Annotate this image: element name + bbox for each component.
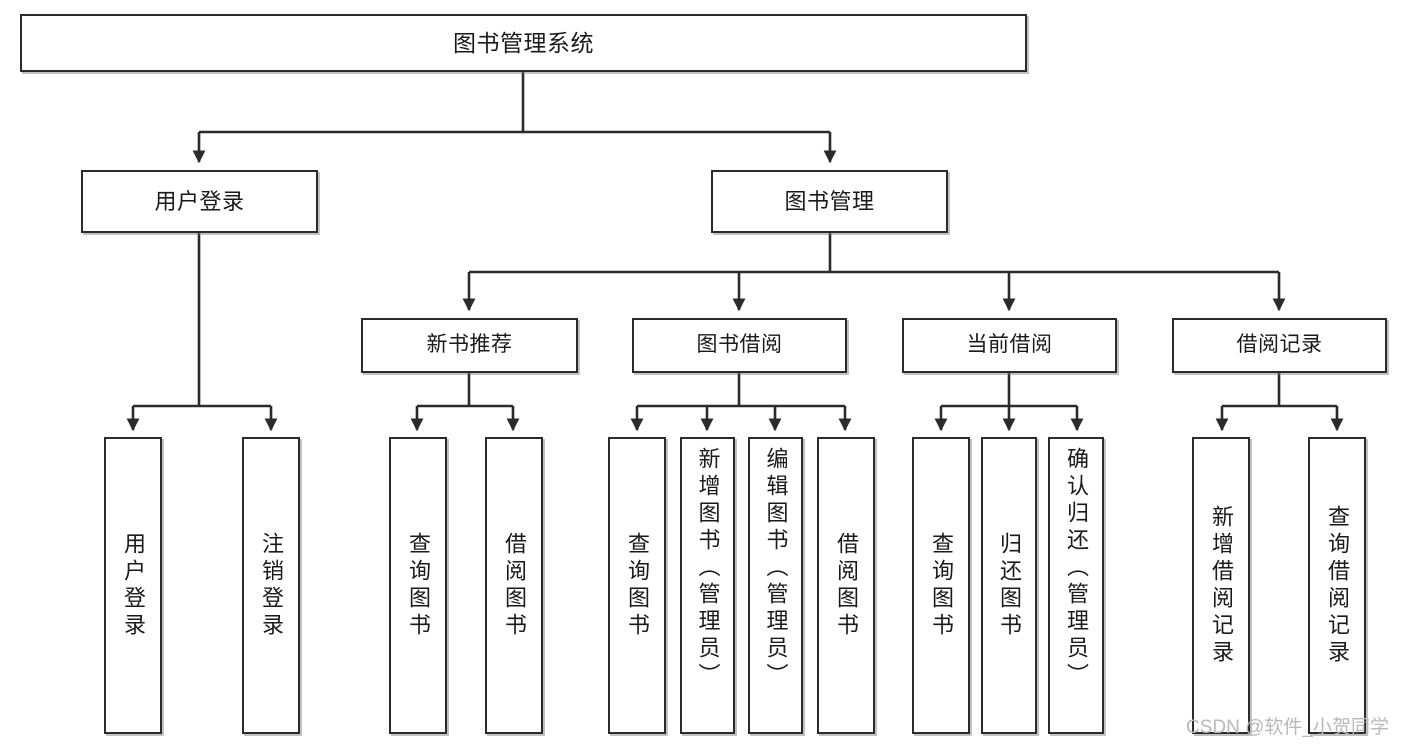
node-label: 新增借阅记录 <box>1209 504 1234 667</box>
node-leaf-add-book-admin[interactable]: 新增图书（管理员） <box>680 437 735 734</box>
node-leaf-edit-book-admin[interactable]: 编辑图书（管理员） <box>748 437 803 734</box>
node-leaf-query-book-borrow[interactable]: 查询图书 <box>608 437 666 734</box>
node-label: 图书管理 <box>784 188 875 214</box>
node-label: 查询图书 <box>625 531 650 640</box>
node-leaf-confirm-return-admin[interactable]: 确认归还（管理员） <box>1048 437 1104 734</box>
node-label: 新增图书（管理员） <box>695 447 721 690</box>
node-leaf-user-login[interactable]: 用户登录 <box>104 437 162 734</box>
node-label: 借阅记录 <box>1236 333 1323 357</box>
node-label: 确认归还（管理员） <box>1064 447 1089 690</box>
node-leaf-logout[interactable]: 注销登录 <box>242 437 300 734</box>
node-user-login[interactable]: 用户登录 <box>81 170 318 233</box>
node-leaf-borrow-book-borrow[interactable]: 借阅图书 <box>817 437 875 734</box>
csdn-watermark: CSDN @软件_小贺同学 <box>1186 717 1389 738</box>
node-current-borrowing[interactable]: 当前借阅 <box>902 318 1117 373</box>
node-label: 图书管理系统 <box>453 29 594 56</box>
node-root-book-management-system[interactable]: 图书管理系统 <box>20 14 1027 72</box>
node-label: 借阅图书 <box>502 531 527 640</box>
node-borrowing-records[interactable]: 借阅记录 <box>1172 318 1387 373</box>
node-label: 编辑图书（管理员） <box>763 447 789 690</box>
node-book-management[interactable]: 图书管理 <box>711 170 948 233</box>
node-label: 新书推荐 <box>426 333 513 357</box>
node-label: 借阅图书 <box>834 531 859 640</box>
node-leaf-add-borrow-record[interactable]: 新增借阅记录 <box>1192 437 1250 734</box>
node-leaf-query-book-current[interactable]: 查询图书 <box>912 437 970 734</box>
node-leaf-query-book-newbook[interactable]: 查询图书 <box>389 437 447 734</box>
node-label: 注销登录 <box>259 531 284 640</box>
node-label: 图书借阅 <box>696 333 783 357</box>
node-leaf-return-book[interactable]: 归还图书 <box>981 437 1037 734</box>
node-leaf-borrow-book-newbook[interactable]: 借阅图书 <box>485 437 543 734</box>
node-label: 查询图书 <box>406 531 431 640</box>
node-book-borrowing[interactable]: 图书借阅 <box>632 318 847 373</box>
node-label: 归还图书 <box>997 531 1022 640</box>
node-label: 当前借阅 <box>966 333 1053 357</box>
node-label: 用户登录 <box>121 531 146 640</box>
node-label: 查询借阅记录 <box>1325 504 1350 667</box>
node-leaf-query-borrow-record[interactable]: 查询借阅记录 <box>1308 437 1366 734</box>
node-label: 查询图书 <box>929 531 954 640</box>
node-new-book-recommendation[interactable]: 新书推荐 <box>361 318 578 373</box>
node-label: 用户登录 <box>154 188 245 214</box>
